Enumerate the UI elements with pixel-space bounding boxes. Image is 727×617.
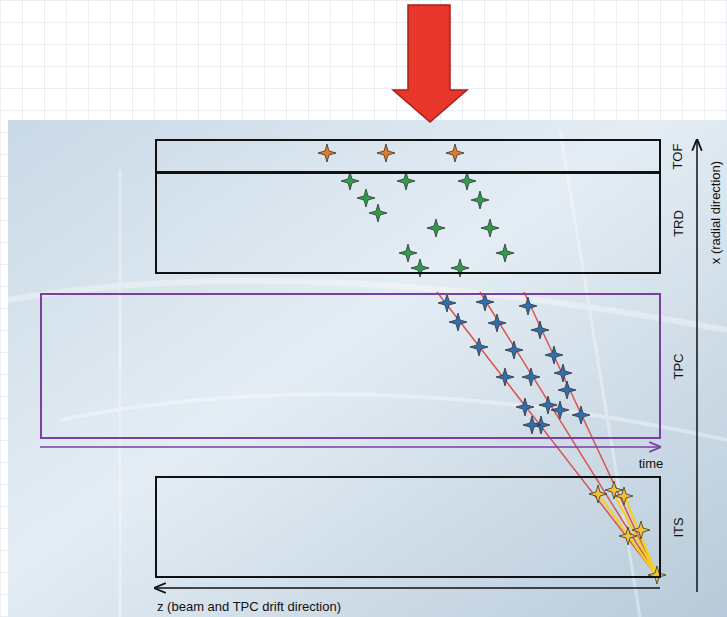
x-axis-arrow (696, 140, 698, 592)
time-axis-arrow (40, 446, 660, 448)
detector-label: ITS (671, 517, 684, 537)
detector-label: TRD (672, 210, 685, 237)
detector-band: TPC (40, 293, 661, 439)
detector-band: TRD (155, 172, 661, 274)
its-track-lines (597, 490, 657, 576)
z-axis-arrow (155, 587, 660, 589)
detector-band: TOF (155, 139, 661, 173)
photo-structure (8, 130, 727, 617)
trd-hits (341, 172, 514, 277)
pointer-arrow (393, 5, 467, 122)
detector-label: TPC (672, 353, 685, 379)
axis-label: x (radial direction) (709, 160, 722, 263)
detector-label: TOF (671, 143, 684, 169)
tof-hits (318, 144, 464, 162)
axis-label: z (beam and TPC drift direction) (157, 600, 341, 613)
photo-background (8, 120, 727, 617)
detector-band: ITS (155, 476, 661, 578)
track-lines (437, 292, 657, 576)
tpc-hits (438, 293, 590, 434)
axis-label: time (639, 457, 664, 470)
its-hits (589, 481, 666, 584)
